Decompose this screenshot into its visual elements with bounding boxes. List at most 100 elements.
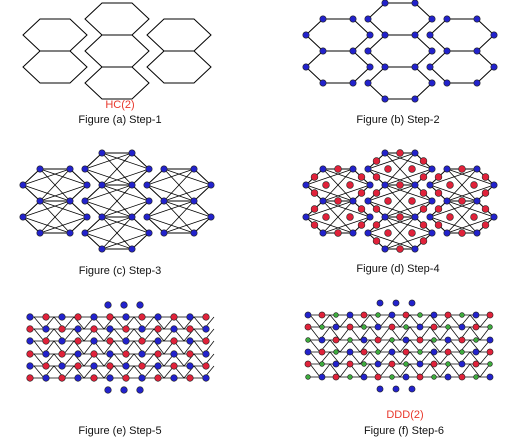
red-node xyxy=(416,373,424,381)
caption-e: Figure (e) Step-5 xyxy=(78,425,162,437)
diagonal-edge xyxy=(22,184,71,202)
blue-node xyxy=(402,373,410,381)
caption-a: Figure (a) Step-1 xyxy=(78,114,162,126)
blue-node xyxy=(346,348,354,356)
blue-node xyxy=(104,301,112,309)
green-node xyxy=(389,337,395,343)
blue-node xyxy=(98,181,106,189)
ddd-label: DDD(2) xyxy=(386,409,424,421)
diagonal-edge xyxy=(446,200,495,218)
zigzag-edge xyxy=(113,316,125,330)
red-node xyxy=(374,373,382,381)
diagonal-edge xyxy=(384,216,433,234)
blue-node xyxy=(381,213,389,221)
blue-node xyxy=(443,47,451,55)
blue-node xyxy=(392,385,400,393)
zigzag-edge xyxy=(113,365,125,379)
red-node xyxy=(202,313,210,321)
green-node xyxy=(305,374,311,380)
red-node xyxy=(318,311,326,319)
blue-node xyxy=(426,213,434,221)
red-node xyxy=(332,373,340,381)
blue-node xyxy=(411,63,419,71)
green-node xyxy=(347,337,353,343)
blue-node xyxy=(58,362,66,370)
red-node xyxy=(374,336,382,344)
blue-node xyxy=(473,79,481,87)
green-node xyxy=(347,374,353,380)
red-node xyxy=(402,311,410,319)
blue-node xyxy=(428,79,436,87)
blue-node xyxy=(411,95,419,103)
red-node xyxy=(90,374,98,382)
red-node xyxy=(58,374,66,382)
red-node xyxy=(318,348,326,356)
diagonal-edge xyxy=(101,216,150,234)
diagonal-edge xyxy=(39,200,88,218)
red-node xyxy=(396,181,404,189)
blue-node xyxy=(83,213,91,221)
blue-node xyxy=(19,181,27,189)
blue-node xyxy=(376,299,384,307)
blue-node xyxy=(428,229,436,237)
diagonal-edge xyxy=(84,168,133,186)
blue-node xyxy=(366,213,374,221)
blue-node xyxy=(473,47,481,55)
zigzag-edge xyxy=(449,363,461,378)
blue-node xyxy=(332,360,340,368)
blue-node xyxy=(428,15,436,23)
diagonal-edge xyxy=(446,216,495,234)
blue-node xyxy=(128,213,136,221)
diagonal-edge xyxy=(322,200,371,218)
diagonal-edge xyxy=(384,216,416,250)
red-node xyxy=(458,336,466,344)
red-node xyxy=(481,205,490,213)
blue-node xyxy=(349,165,357,173)
blue-node xyxy=(349,79,357,87)
diagonal-edge xyxy=(384,232,433,250)
red-node xyxy=(360,311,368,319)
blue-node xyxy=(302,213,310,221)
zigzag-edge xyxy=(33,365,45,379)
red-node xyxy=(74,337,82,345)
hexagon xyxy=(429,18,495,52)
zigzag-edge xyxy=(329,339,341,353)
hexagon xyxy=(305,18,371,52)
diagonal-edge xyxy=(384,152,416,186)
blue-node xyxy=(145,229,153,237)
red-node xyxy=(384,165,392,173)
blue-node xyxy=(472,311,480,319)
zigzag-edge xyxy=(193,316,205,330)
red-node xyxy=(357,189,366,197)
blue-node xyxy=(302,63,310,71)
blue-node xyxy=(443,197,451,205)
red-node xyxy=(446,181,454,189)
red-node xyxy=(58,325,66,333)
red-node xyxy=(388,323,396,331)
blue-node xyxy=(332,323,340,331)
diagonal-edge xyxy=(39,168,88,186)
blue-node xyxy=(304,348,312,356)
zigzag-edge xyxy=(143,340,155,355)
zigzag-edge xyxy=(379,314,391,328)
blue-node xyxy=(106,350,114,358)
blue-node xyxy=(388,348,396,356)
diagonal-edge xyxy=(446,184,495,202)
red-node xyxy=(419,221,428,229)
red-node xyxy=(346,213,354,221)
hexagon xyxy=(22,18,88,52)
diagonal-edge xyxy=(163,200,195,234)
zigzag-edge xyxy=(113,328,125,342)
hexagon xyxy=(367,66,433,100)
red-node xyxy=(481,189,490,197)
red-node xyxy=(106,337,114,345)
blue-node xyxy=(186,362,194,370)
blue-node xyxy=(473,197,481,205)
blue-node xyxy=(66,165,74,173)
red-node xyxy=(74,313,82,321)
zigzag-edge xyxy=(63,316,75,330)
green-node xyxy=(417,312,423,318)
blue-node xyxy=(302,31,310,39)
red-node xyxy=(357,173,366,181)
